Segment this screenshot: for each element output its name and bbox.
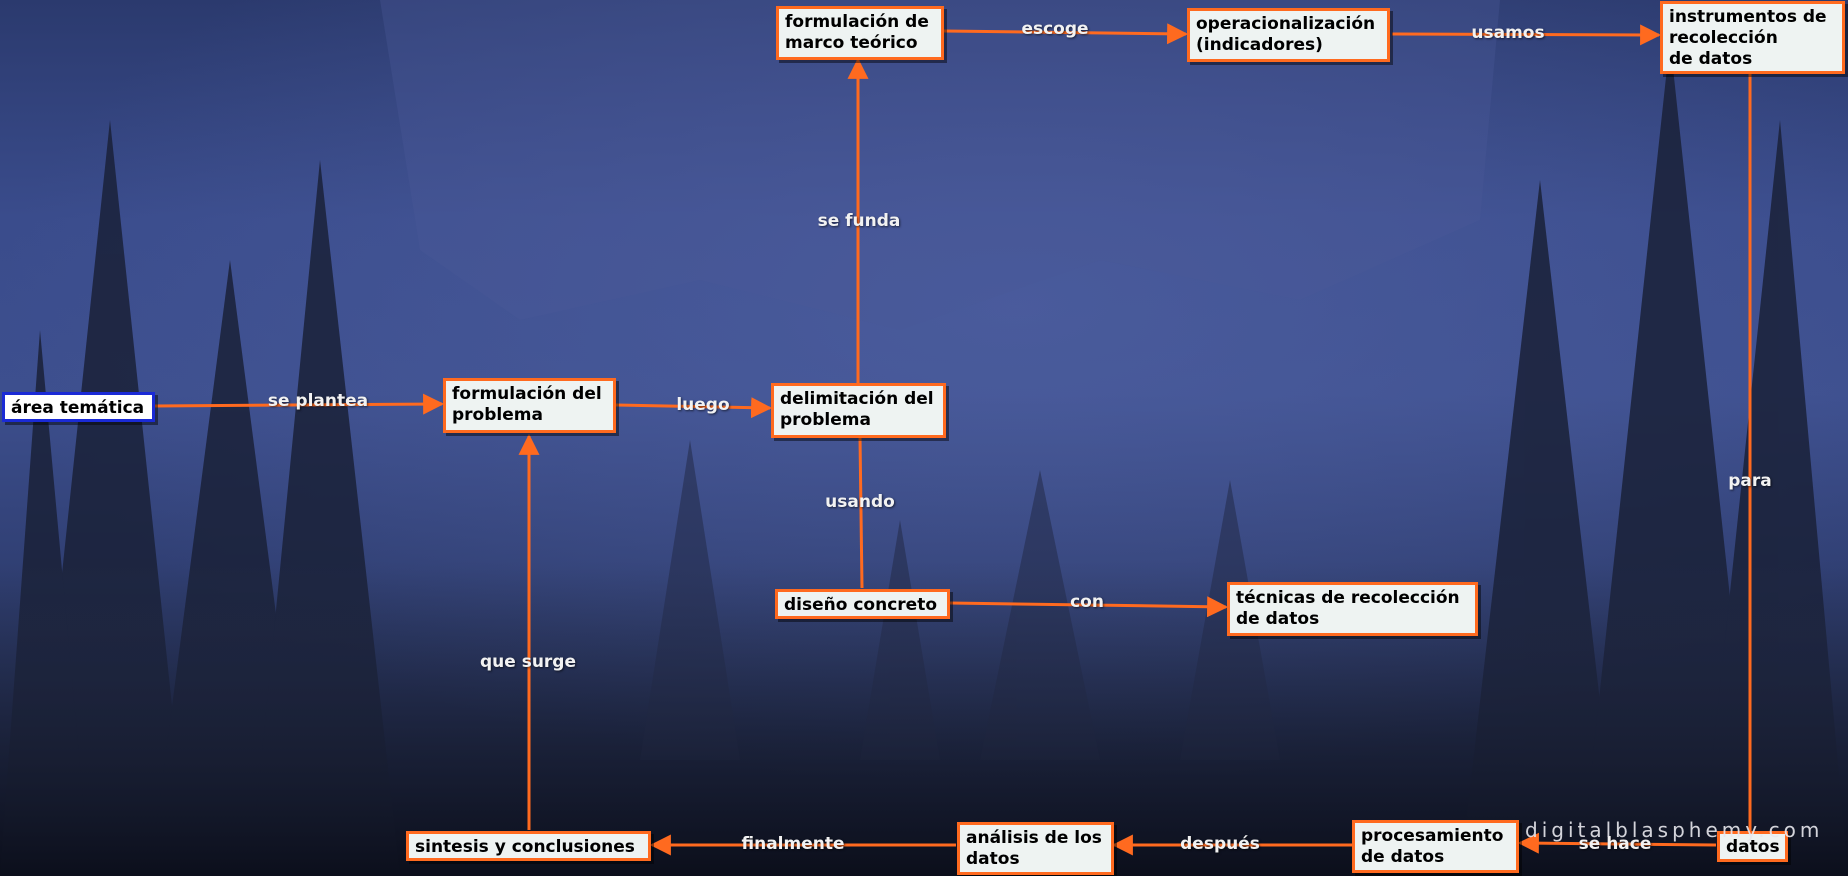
node-procesamiento[interactable]: procesamiento de datos — [1352, 820, 1519, 873]
label-usamos: usamos — [1471, 23, 1545, 43]
edge-formulacion-to-delimitacion — [615, 397, 773, 419]
label-que-surge: que surge — [479, 652, 577, 672]
node-area-tematica[interactable]: área temática — [2, 392, 155, 422]
edge-delimitacion-to-diseno — [858, 436, 864, 589]
node-tecnicas[interactable]: técnicas de recolección de datos — [1227, 582, 1478, 636]
node-operacionalizacion[interactable]: operacionalización (indicadores) — [1187, 8, 1390, 62]
label-se-hace: se hace — [1578, 834, 1652, 854]
edge-area-to-formulacion — [153, 393, 445, 415]
node-datos[interactable]: datos — [1717, 831, 1788, 862]
watermark: digitalblasphemy.com — [1525, 818, 1824, 842]
node-instrumentos[interactable]: instrumentos de recolección de datos — [1660, 1, 1845, 74]
label-finalmente: finalmente — [741, 834, 845, 854]
edge-datos-to-procesamiento — [1517, 832, 1717, 854]
label-con: con — [1070, 592, 1104, 612]
node-sintesis[interactable]: sintesis y conclusiones — [406, 831, 651, 861]
label-se-plantea: se plantea — [267, 391, 369, 411]
edge-operacionalizacion-to-instrumentos — [1391, 24, 1662, 46]
node-formulacion-problema[interactable]: formulación del problema — [443, 378, 616, 433]
node-diseno-concreto[interactable]: diseño concreto — [775, 589, 950, 619]
label-escoge: escoge — [1021, 19, 1089, 39]
label-luego: luego — [676, 395, 730, 415]
label-despues: después — [1180, 834, 1260, 854]
label-se-funda: se funda — [817, 211, 901, 231]
label-para: para — [1728, 471, 1772, 491]
label-usando: usando — [825, 492, 895, 512]
node-delimitacion-problema[interactable]: delimitación del problema — [771, 383, 946, 438]
edge-diseno-to-tecnicas — [949, 596, 1229, 618]
node-formulacion-marco[interactable]: formulación de marco teórico — [776, 6, 944, 60]
node-analisis[interactable]: análisis de los datos — [957, 822, 1114, 875]
edge-marco-to-operacionalizacion — [943, 23, 1189, 45]
